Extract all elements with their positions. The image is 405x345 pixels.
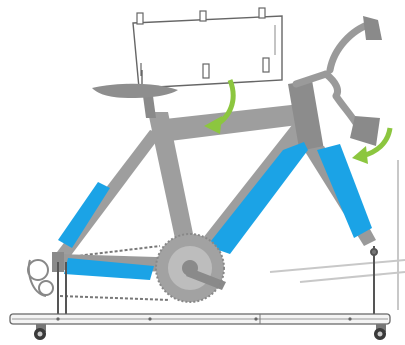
padding-seat-stay xyxy=(58,182,110,248)
case-panel-icon xyxy=(133,8,282,88)
caster-wheel-icon xyxy=(34,324,386,340)
base-rail-icon xyxy=(10,314,390,324)
padding-down-tube xyxy=(207,142,308,254)
fork-mount-post xyxy=(371,246,377,318)
rear-derailleur-icon xyxy=(28,260,53,296)
